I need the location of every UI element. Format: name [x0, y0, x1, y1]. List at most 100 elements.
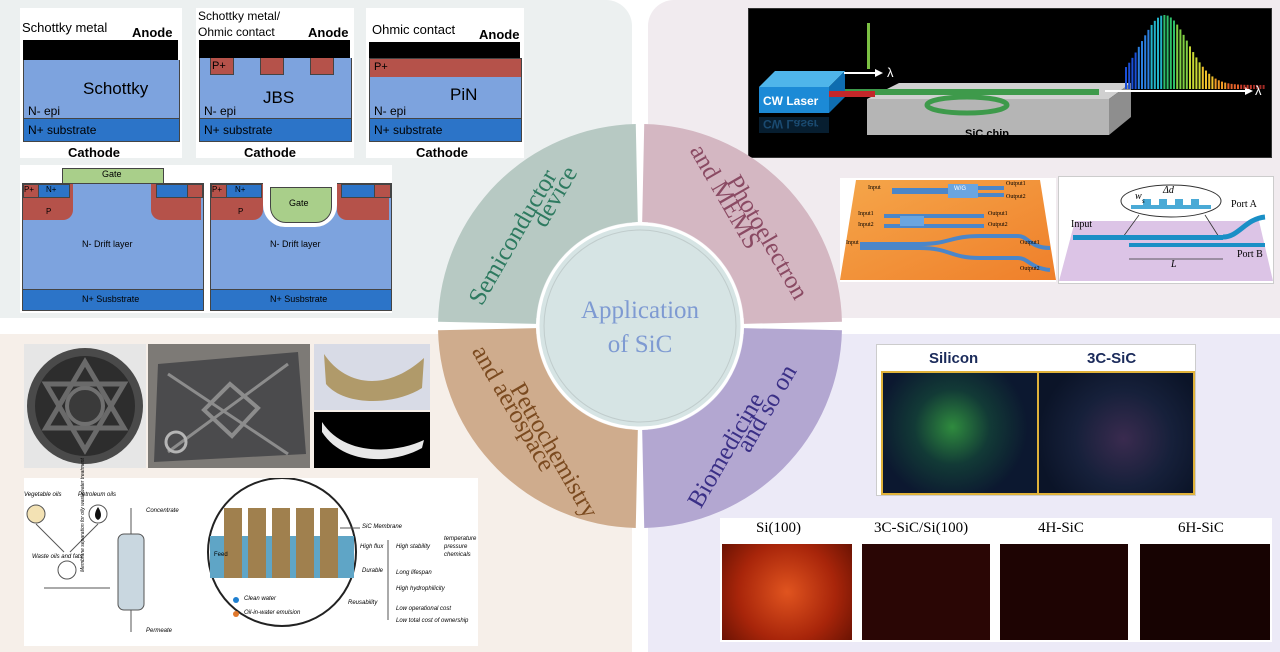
jbs-diode-diagram: Schottky metal/ Ohmic contact Anode P+ J… — [196, 8, 354, 160]
structure-ring — [164, 430, 188, 454]
temperature-label: temperature — [444, 536, 477, 542]
grating-w-sub: s — [1142, 197, 1145, 205]
grating-port-a: Port A — [1231, 199, 1257, 210]
grating-L: L — [1171, 259, 1177, 270]
laser-setup-figure: CW Laser CW Laser λ λ SiC chip — [748, 8, 1272, 158]
sample-label-4: 6H-SiC — [1178, 520, 1224, 536]
spectrum-line — [1179, 29, 1182, 89]
pin-diode-diagram: Ohmic contact Anode P+ PiN N- epi N+ sub… — [366, 8, 524, 160]
diode3-epi-label: N- epi — [374, 104, 407, 118]
diode3-metal — [369, 42, 520, 58]
grating-lower-wg — [1129, 243, 1223, 247]
diode2-p-region-2 — [260, 58, 284, 75]
output-spectrum — [1125, 15, 1265, 89]
spectrum-line — [1195, 57, 1198, 89]
zoom-tooth-3 — [1175, 199, 1183, 205]
sic-blade-svg — [322, 422, 424, 460]
waveguide — [839, 89, 1099, 95]
cell-imaging-figure: Silicon 3C-SiC — [876, 344, 1196, 496]
spectrum-line — [1157, 17, 1159, 89]
zoom-tooth-1 — [1143, 199, 1151, 205]
zoom-tooth-4 — [1191, 199, 1199, 205]
spectrum-line — [1230, 83, 1233, 89]
high-hydrophilicity-label: High hydrophilicity — [396, 586, 445, 592]
trench-pplus-right — [374, 184, 391, 198]
low-total-cost-label: Low total cost of ownership — [396, 618, 469, 624]
laser-label: CW Laser — [763, 94, 819, 108]
zoom-base — [1131, 205, 1211, 209]
silicon-label: Silicon — [929, 350, 979, 367]
laser-box-top — [759, 71, 845, 87]
coupler-output2c: Output2 — [1020, 266, 1040, 272]
spectrum-line — [1150, 24, 1153, 89]
diode2-epi-label: N- epi — [204, 104, 237, 118]
spectrum-line — [1192, 52, 1195, 89]
concentrate-label: Concentrate — [146, 508, 179, 514]
grating-figure: Input Port A Port B w s Δd L — [1058, 176, 1274, 284]
coupler-input1: Input1 — [858, 211, 874, 217]
chip-side — [1109, 83, 1131, 135]
sic-3d-part — [314, 344, 430, 410]
diode3-substrate — [369, 118, 522, 142]
segment-0 — [438, 124, 638, 324]
trench-pplus-label: P+ — [212, 185, 223, 194]
mirror-center — [65, 386, 105, 426]
diode3-anode-label: Anode — [479, 27, 520, 42]
diode3-substrate-label: N+ substrate — [374, 123, 443, 137]
spectrum-line — [1262, 84, 1265, 89]
diode2-substrate — [199, 118, 352, 142]
spectrum-line — [1182, 34, 1185, 89]
feed-label: Feed — [214, 552, 228, 558]
spectrum-line — [1233, 84, 1236, 89]
high-stability-label: High stability — [396, 544, 431, 550]
spectrum-line — [1198, 62, 1201, 89]
structure-ribs — [201, 381, 261, 439]
spectrum-line — [1224, 82, 1227, 89]
spectrum-line — [1144, 35, 1147, 89]
segment-3 — [438, 328, 638, 528]
trench-drift-label: N- Drift layer — [270, 239, 321, 249]
sic-mirror-svg — [27, 348, 143, 464]
grating-input-wg — [1073, 235, 1223, 240]
spectrum-line — [1205, 70, 1207, 89]
coupler-output2b: Output2 — [988, 222, 1008, 228]
clean-water-dot — [233, 597, 239, 603]
emulsion-label: Oil-in-water emulsion — [244, 610, 301, 616]
spectrum-line — [1153, 20, 1156, 89]
coupler-input2: Input2 — [858, 222, 874, 228]
long-lifespan-label: Long lifespan — [396, 570, 432, 576]
membrane-label: SiC Membrane — [362, 524, 403, 530]
diode3-p-label: P+ — [374, 61, 388, 73]
sic-mirror-photo — [24, 344, 146, 468]
mirror-rib-triangle-2 — [41, 381, 129, 455]
mmi1 — [948, 184, 978, 198]
segment-2 — [642, 328, 842, 528]
spectrum-line — [1125, 67, 1127, 89]
pulse-marker — [867, 23, 870, 69]
membrane-col-4 — [296, 508, 314, 578]
spectrum-line — [1243, 84, 1246, 89]
diode3-top-label: Ohmic contact — [372, 22, 456, 37]
coupler-figure: Input W/G Output1 Output2 Input1 Input2 … — [840, 178, 1056, 282]
diode2-p-label: P+ — [212, 60, 226, 72]
wg2-a — [884, 214, 984, 218]
planar-nplus-label: N+ — [46, 185, 57, 194]
laser-reflection — [759, 117, 829, 133]
coupler-input3: Input — [846, 240, 859, 246]
wg3-split — [919, 234, 1018, 260]
grating-input: Input — [1071, 219, 1093, 230]
coupler-wg-label: W/G — [954, 186, 966, 192]
coupler-output1c: Output1 — [1020, 240, 1040, 246]
high-flux-label: High flux — [360, 544, 384, 550]
planar-pplus-right — [187, 184, 203, 198]
spectrum-line — [1137, 46, 1140, 89]
spectrum-line — [1217, 80, 1220, 89]
sic-blade-image — [314, 412, 430, 468]
structure-rib-1 — [167, 372, 289, 456]
membrane-schematic: Vegetable oils Petroleum oils Waste oils… — [24, 458, 478, 646]
oil-drop-icon — [95, 507, 101, 520]
diode2-p-region-3 — [310, 58, 334, 75]
spectrum-line — [1185, 40, 1188, 89]
